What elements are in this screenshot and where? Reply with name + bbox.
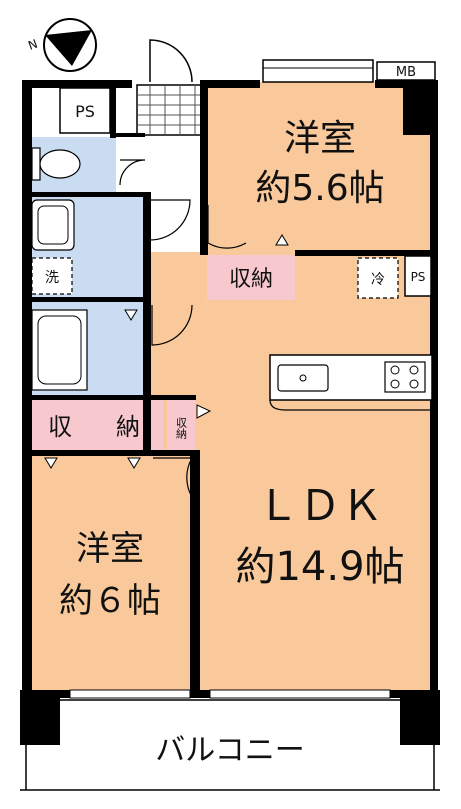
bedroom2-name: 洋室 — [76, 529, 144, 569]
mb-box — [376, 61, 436, 81]
bedroom2-area — [25, 455, 195, 690]
toilet-icon — [31, 147, 81, 181]
svg-text:N: N — [26, 37, 39, 53]
ldk-name: ＬＤＫ — [257, 481, 383, 530]
bedroom1-name: 洋室 — [284, 118, 356, 159]
ps-right-label: PS — [411, 270, 426, 284]
fridge-space — [357, 257, 399, 299]
compass-icon: N — [26, 18, 97, 72]
balcony-label: バルコニー — [155, 733, 304, 768]
storage-small — [167, 400, 195, 450]
bottom-windows — [69, 689, 391, 699]
stove-icon — [384, 361, 426, 393]
storage-mid-label: 納 — [116, 413, 140, 441]
closet-storage-1-label: 収納 — [229, 267, 273, 292]
bedroom2-size: 約６帖 — [59, 581, 161, 621]
interior-doors — [119, 159, 247, 498]
washer-label: 洗 — [45, 270, 59, 286]
stairs — [136, 84, 206, 136]
balcony — [20, 699, 440, 791]
bedroom1-area — [205, 82, 435, 252]
fridge-label: 冷 — [371, 272, 385, 288]
top-window — [262, 59, 374, 83]
washbasin-icon — [31, 199, 75, 251]
kitchen-sink-icon — [277, 364, 329, 392]
ps-box-top — [59, 87, 111, 134]
ps-top-label: PS — [75, 102, 95, 121]
bathtub-icon — [31, 309, 88, 391]
ldk-size: 約14.9帖 — [235, 544, 404, 590]
storage-left — [28, 400, 163, 450]
entrance-door — [149, 39, 193, 83]
bedroom1-size: 約5.6帖 — [255, 168, 384, 209]
closet-storage-1 — [207, 255, 295, 300]
storage-left-label: 収 — [48, 413, 72, 441]
mb-label: MB — [396, 65, 416, 80]
ps-box-right — [404, 255, 432, 297]
storage-small-label: 収納 — [175, 417, 188, 440]
washer-space — [31, 257, 73, 295]
door-markers — [44, 234, 289, 469]
